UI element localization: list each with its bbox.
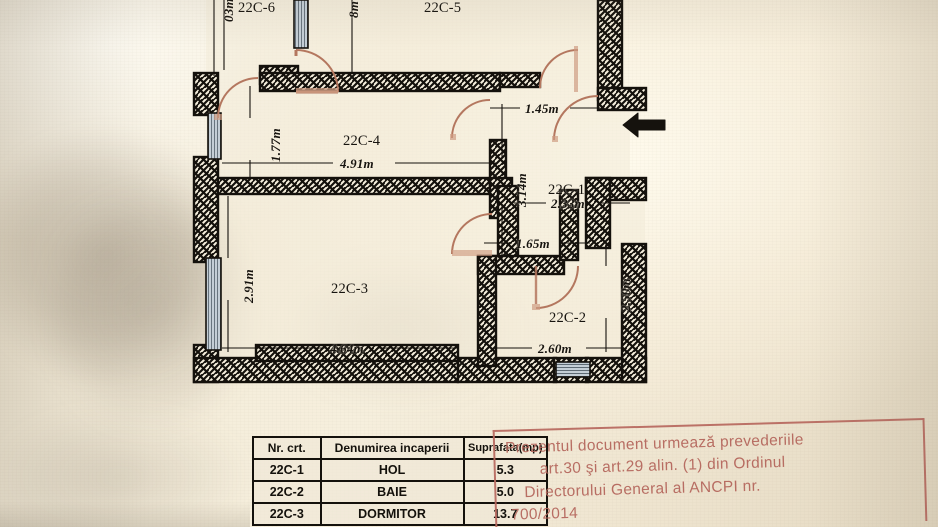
windows bbox=[205, 0, 591, 378]
dimension-4-91m: 4.91m bbox=[340, 156, 374, 171]
dimension-partial-8m: 8m bbox=[346, 0, 361, 18]
dimension-1-45m: 1.45m bbox=[525, 101, 559, 116]
dimension-2-33m: 2.33m bbox=[551, 196, 585, 211]
table-row: 22C-2 BAIE 5.0 bbox=[252, 480, 549, 504]
shadow-bottom-left bbox=[0, 387, 300, 527]
room-label-22c-1: 22C-1 bbox=[548, 182, 586, 198]
header-area: Suprafata(mp) bbox=[462, 436, 549, 460]
dimension-1-77m: 1.77m bbox=[268, 128, 283, 162]
dimension-4-64m: 4.64m bbox=[330, 341, 364, 356]
room-label-22c-2: 22C-2 bbox=[549, 310, 587, 326]
room-label-22c-5: 22C-5 bbox=[424, 0, 462, 16]
photo-edge-shadow bbox=[0, 501, 250, 527]
header-nr-crt: Nr. crt. bbox=[252, 436, 322, 460]
table-row: 22C-3 DORMITOR 13.7 bbox=[252, 502, 549, 526]
cell-area: 5.3 bbox=[462, 458, 549, 482]
room-label-22c-6: 22C-6 bbox=[238, 0, 276, 16]
dimension-1-65m: 1.65m bbox=[516, 236, 550, 251]
room-label-22c-3: 22C-3 bbox=[331, 281, 369, 297]
cell-nr: 22C-1 bbox=[252, 458, 322, 482]
header-room-name: Denumirea incaperii bbox=[319, 436, 465, 460]
cell-name: BAIE bbox=[319, 480, 465, 504]
dimension-2-50m: 2.50m bbox=[618, 278, 633, 312]
table-header-row: Nr. crt. Denumirea incaperii Suprafata(m… bbox=[252, 436, 549, 460]
table-row: 22C-1 HOL 5.3 bbox=[252, 458, 549, 482]
room-schedule-table: Nr. crt. Denumirea incaperii Suprafata(m… bbox=[252, 436, 549, 526]
dimension-2-60m: 2.60m bbox=[538, 341, 572, 356]
dimension-lines bbox=[213, 0, 630, 352]
doors bbox=[214, 46, 599, 310]
cell-name: HOL bbox=[319, 458, 465, 482]
ancpi-compliance-stamp: Prezentul document urmează prevederiile … bbox=[492, 417, 928, 527]
entrance-arrow-icon bbox=[621, 110, 667, 140]
cell-nr: 22C-3 bbox=[252, 502, 322, 526]
dimension-partial-03m: 03m bbox=[221, 0, 236, 22]
room-label-22c-4: 22C-4 bbox=[343, 133, 381, 149]
cell-nr: 22C-2 bbox=[252, 480, 322, 504]
dimension-3-14m: 3.14m bbox=[514, 173, 529, 207]
cell-name: DORMITOR bbox=[319, 502, 465, 526]
cell-area: 5.0 bbox=[462, 480, 549, 504]
cell-area: 13.7 bbox=[462, 502, 549, 526]
dimension-2-91m: 2.91m bbox=[241, 269, 256, 303]
